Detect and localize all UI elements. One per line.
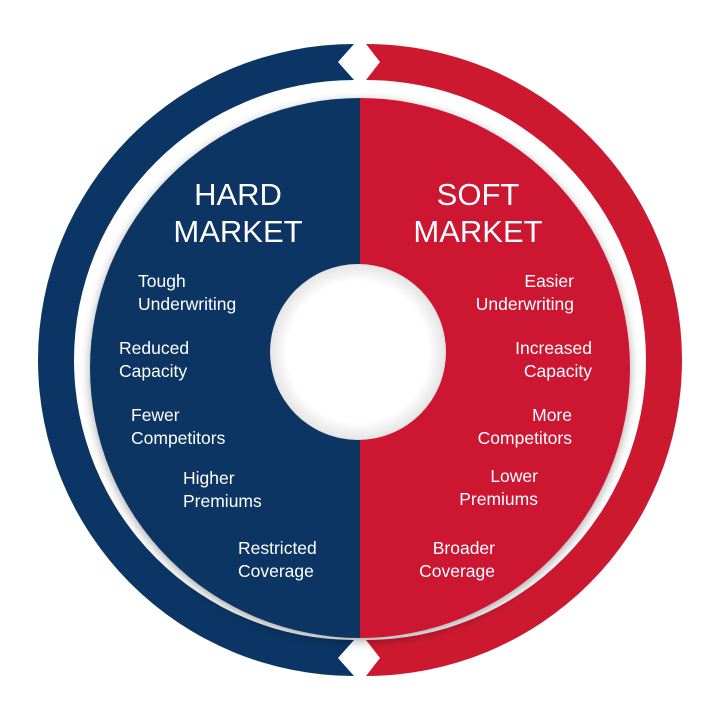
- soft-item-coverage: Broader Coverage: [419, 537, 495, 583]
- hard-market-cycle-arrow: [38, 44, 354, 676]
- soft-item-line1: Lower: [490, 466, 538, 486]
- hard-market-title: HARD MARKET: [138, 176, 338, 250]
- soft-item-line2: Coverage: [419, 561, 495, 581]
- soft-item-premiums: Lower Premiums: [459, 465, 538, 511]
- soft-item-line2: Competitors: [477, 428, 572, 448]
- hard-item-premiums: Higher Premiums: [183, 467, 262, 513]
- hard-market-title-line2: MARKET: [173, 214, 303, 249]
- hard-item-line2: Underwriting: [138, 294, 237, 314]
- center-hole: [270, 264, 446, 440]
- hard-item-line1: Fewer: [131, 405, 180, 425]
- soft-market-title-line2: MARKET: [413, 214, 543, 249]
- soft-market-cycle-arrow: [366, 44, 682, 676]
- hard-item-capacity: Reduced Capacity: [119, 337, 189, 383]
- hard-item-line2: Premiums: [183, 491, 262, 511]
- soft-item-underwriting: Easier Underwriting: [476, 270, 574, 316]
- hard-item-line1: Reduced: [119, 338, 190, 358]
- soft-item-line1: Broader: [432, 538, 495, 558]
- hard-item-line2: Coverage: [238, 561, 314, 581]
- soft-item-line1: More: [532, 405, 572, 425]
- hard-item-underwriting: Tough Underwriting: [138, 270, 236, 316]
- hard-item-line2: Capacity: [119, 361, 188, 381]
- soft-item-line2: Premiums: [459, 489, 538, 509]
- soft-market-title-line1: SOFT: [436, 177, 520, 212]
- soft-item-capacity: Increased Capacity: [515, 337, 592, 383]
- soft-item-line1: Increased: [515, 338, 592, 358]
- soft-item-line1: Easier: [524, 271, 574, 291]
- hard-market-title-line1: HARD: [194, 177, 282, 212]
- hard-item-line1: Tough: [138, 271, 186, 291]
- hard-item-competitors: Fewer Competitors: [131, 404, 225, 450]
- soft-item-line2: Capacity: [523, 361, 592, 381]
- soft-market-title: SOFT MARKET: [378, 176, 578, 250]
- hard-item-line1: Restricted: [238, 538, 317, 558]
- soft-item-competitors: More Competitors: [478, 404, 572, 450]
- hard-item-coverage: Restricted Coverage: [238, 537, 317, 583]
- soft-item-line2: Underwriting: [475, 294, 574, 314]
- hard-market-half: [90, 98, 360, 638]
- hard-item-line1: Higher: [183, 468, 235, 488]
- hard-item-line2: Competitors: [131, 428, 226, 448]
- soft-market-half: [360, 98, 630, 638]
